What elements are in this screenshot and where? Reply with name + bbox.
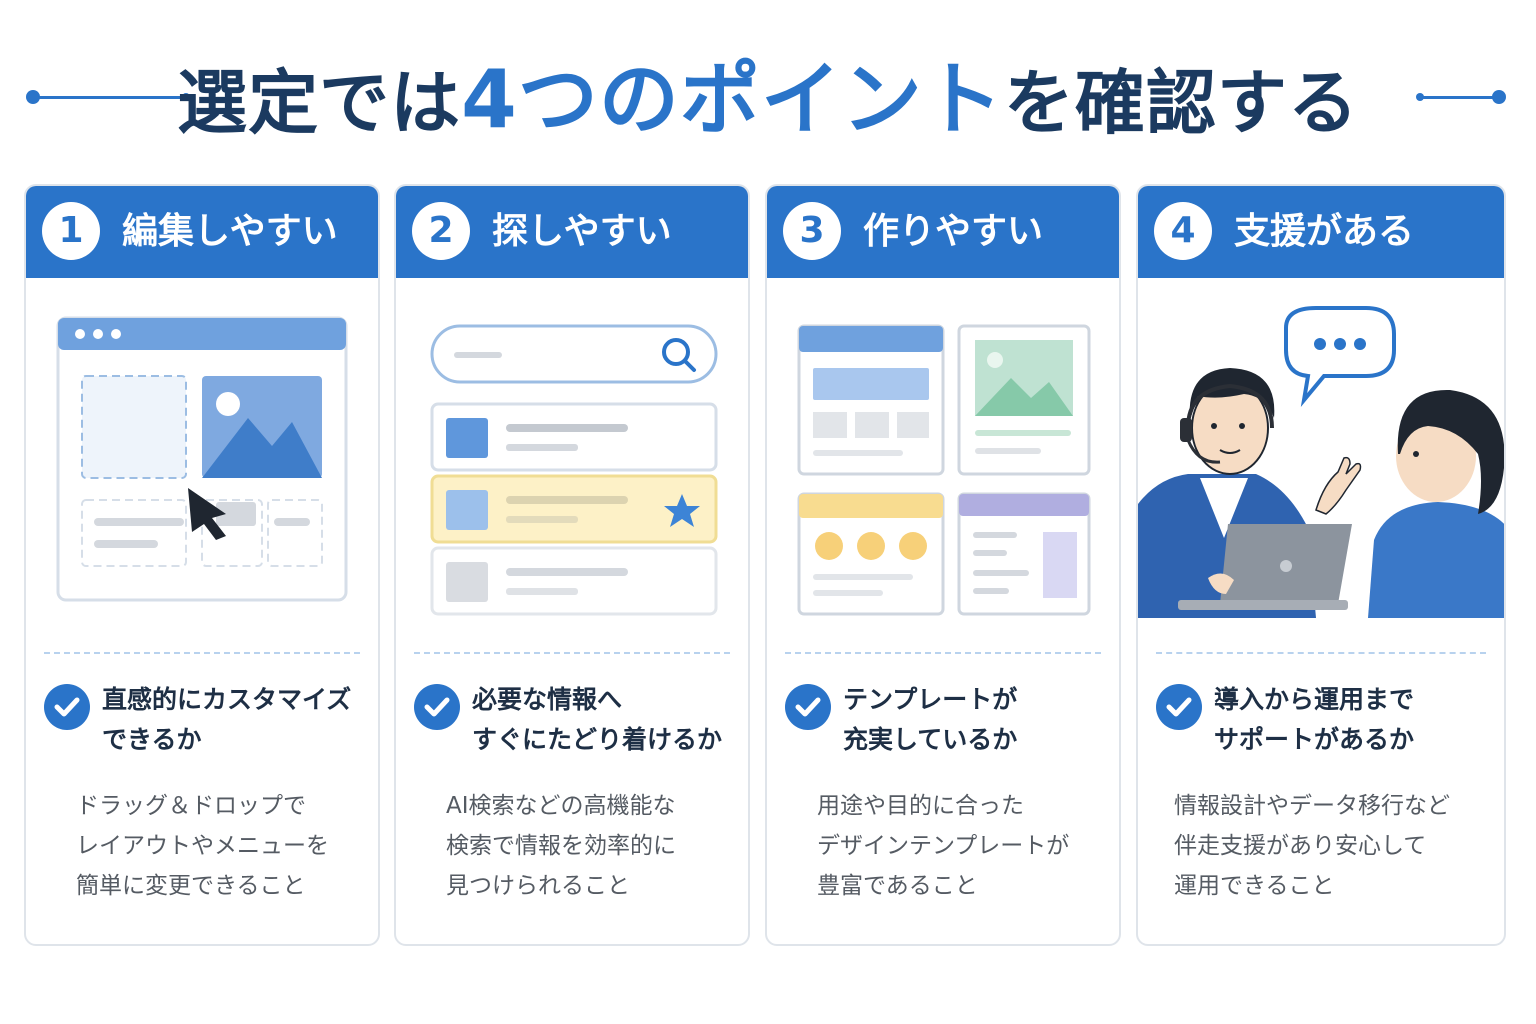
- desc-line: 運用できること: [1174, 873, 1335, 899]
- desc-line: 簡単に変更できること: [76, 873, 306, 899]
- desc-line: ドラッグ＆ドロップで: [76, 793, 306, 819]
- card-divider: [44, 652, 360, 654]
- title-right-line: [1420, 96, 1500, 99]
- card-point: テンプレートが 充実しているか: [843, 680, 1115, 760]
- point-line: 充実しているか: [843, 725, 1018, 754]
- card-point: 直感的にカスタマイズ できるか: [102, 680, 374, 760]
- check-icon: [785, 684, 831, 730]
- card-header: 1 編集しやすい: [26, 186, 378, 278]
- card-support: 4 支援がある: [1136, 184, 1506, 946]
- card-description: ドラッグ＆ドロップで レイアウトやメニューを 簡単に変更できること: [76, 786, 376, 906]
- card-header: 3 作りやすい: [767, 186, 1119, 278]
- point-line: 直感的にカスタマイズ: [102, 685, 352, 714]
- page-title: 選定では4つのポイントを確認する: [0, 58, 1536, 145]
- support-illustration: [1138, 278, 1504, 648]
- card-description: AI検索などの高機能な 検索で情報を効率的に 見つけられること: [446, 786, 746, 906]
- card-number: 3: [783, 202, 841, 260]
- desc-line: 検索で情報を効率的に: [446, 833, 676, 859]
- check-icon: [44, 684, 90, 730]
- card-divider: [1156, 652, 1486, 654]
- point-line: テンプレートが: [843, 685, 1018, 714]
- title-before: 選定では: [177, 62, 462, 144]
- title-row: 選定では4つのポイントを確認する: [0, 52, 1536, 148]
- title-left-end-dot: [182, 93, 190, 101]
- card-heading: 支援がある: [1234, 211, 1415, 252]
- desc-line: 情報設計やデータ移行など: [1174, 793, 1450, 819]
- check-icon: [1156, 684, 1202, 730]
- desc-line: 伴走支援があり安心して: [1174, 833, 1427, 859]
- card-heading: 作りやすい: [863, 211, 1044, 252]
- desc-line: 豊富であること: [817, 873, 978, 899]
- desc-line: 用途や目的に合った: [817, 793, 1024, 819]
- title-accent: 4つのポイント: [461, 53, 1004, 146]
- card-number: 4: [1154, 202, 1212, 260]
- desc-line: デザインテンプレートが: [817, 833, 1070, 859]
- title-after: を確認する: [1003, 62, 1359, 144]
- card-description: 用途や目的に合った デザインテンプレートが 豊富であること: [817, 786, 1117, 906]
- point-line: すぐにたどり着けるか: [472, 725, 723, 754]
- desc-line: レイアウトやメニューを: [76, 833, 329, 859]
- point-line: 導入から運用まで: [1214, 685, 1415, 714]
- card-point: 必要な情報へ すぐにたどり着けるか: [472, 680, 744, 760]
- card-description: 情報設計やデータ移行など 伴走支援があり安心して 運用できること: [1174, 786, 1504, 906]
- point-line: サポートがあるか: [1214, 725, 1415, 754]
- title-right-dot: [1492, 90, 1506, 104]
- card-divider: [414, 652, 730, 654]
- card-number: 2: [412, 202, 470, 260]
- desc-line: 見つけられること: [446, 873, 630, 899]
- card-header: 4 支援がある: [1138, 186, 1504, 278]
- desc-line: AI検索などの高機能な: [446, 793, 676, 819]
- card-number: 1: [42, 202, 100, 260]
- card-create: 3 作りやすい: [765, 184, 1121, 946]
- card-edit: 1 編集しやすい 直感的にカスタマイズ できるか ドラッグ＆ドロップで: [24, 184, 380, 946]
- card-heading: 探しやすい: [492, 211, 672, 252]
- card-search: 2 探しやすい 必要な情報へ すぐにたどり着けるか: [394, 184, 750, 946]
- point-line: 必要な情報へ: [472, 685, 623, 714]
- card-divider: [785, 652, 1101, 654]
- template-illustration: [767, 278, 1119, 648]
- title-left-dot: [26, 90, 40, 104]
- check-icon: [414, 684, 460, 730]
- point-line: できるか: [102, 725, 202, 754]
- card-point: 導入から運用まで サポートがあるか: [1214, 680, 1486, 760]
- search-illustration: [396, 278, 748, 648]
- card-heading: 編集しやすい: [122, 211, 338, 252]
- card-header: 2 探しやすい: [396, 186, 748, 278]
- title-left-line: [34, 96, 186, 99]
- editor-illustration: [26, 278, 378, 648]
